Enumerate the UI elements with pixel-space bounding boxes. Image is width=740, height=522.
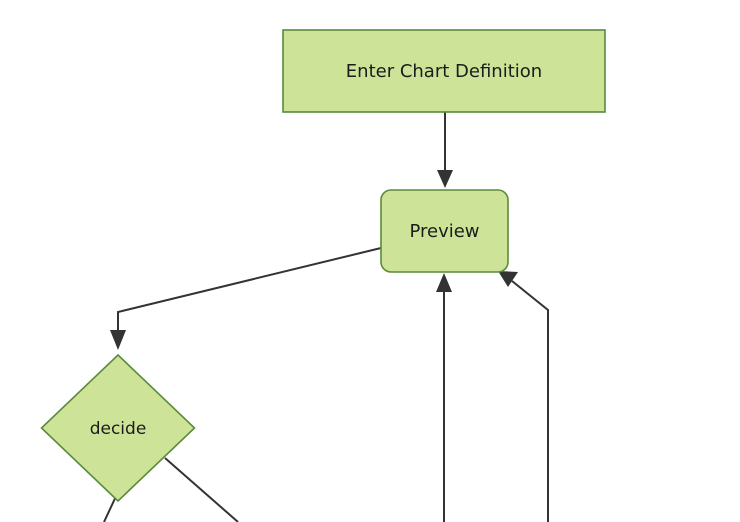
arrowhead-icon [498, 271, 518, 287]
node-preview[interactable]: Preview [380, 189, 509, 273]
edge-bottom-right-to-preview [498, 271, 549, 522]
edge-line [164, 457, 239, 522]
node-shape-diamond[interactable] [40, 353, 196, 503]
edge-enter-to-preview [437, 112, 453, 188]
edge-preview-to-decide [110, 247, 382, 350]
arrowhead-icon [436, 273, 452, 292]
arrowhead-icon [437, 170, 453, 188]
edge-decide-right-out [164, 457, 239, 522]
edge-line [511, 280, 549, 522]
edge-bottom-center-to-preview [436, 273, 452, 522]
node-decide[interactable]: decide [40, 353, 196, 503]
node-enter-chart-definition[interactable]: Enter Chart Definition [282, 29, 606, 113]
node-shape-rounded-rectangle[interactable] [380, 189, 509, 273]
node-shape-rectangle[interactable] [282, 29, 606, 113]
arrowhead-icon [110, 330, 126, 350]
edge-line [117, 247, 382, 334]
